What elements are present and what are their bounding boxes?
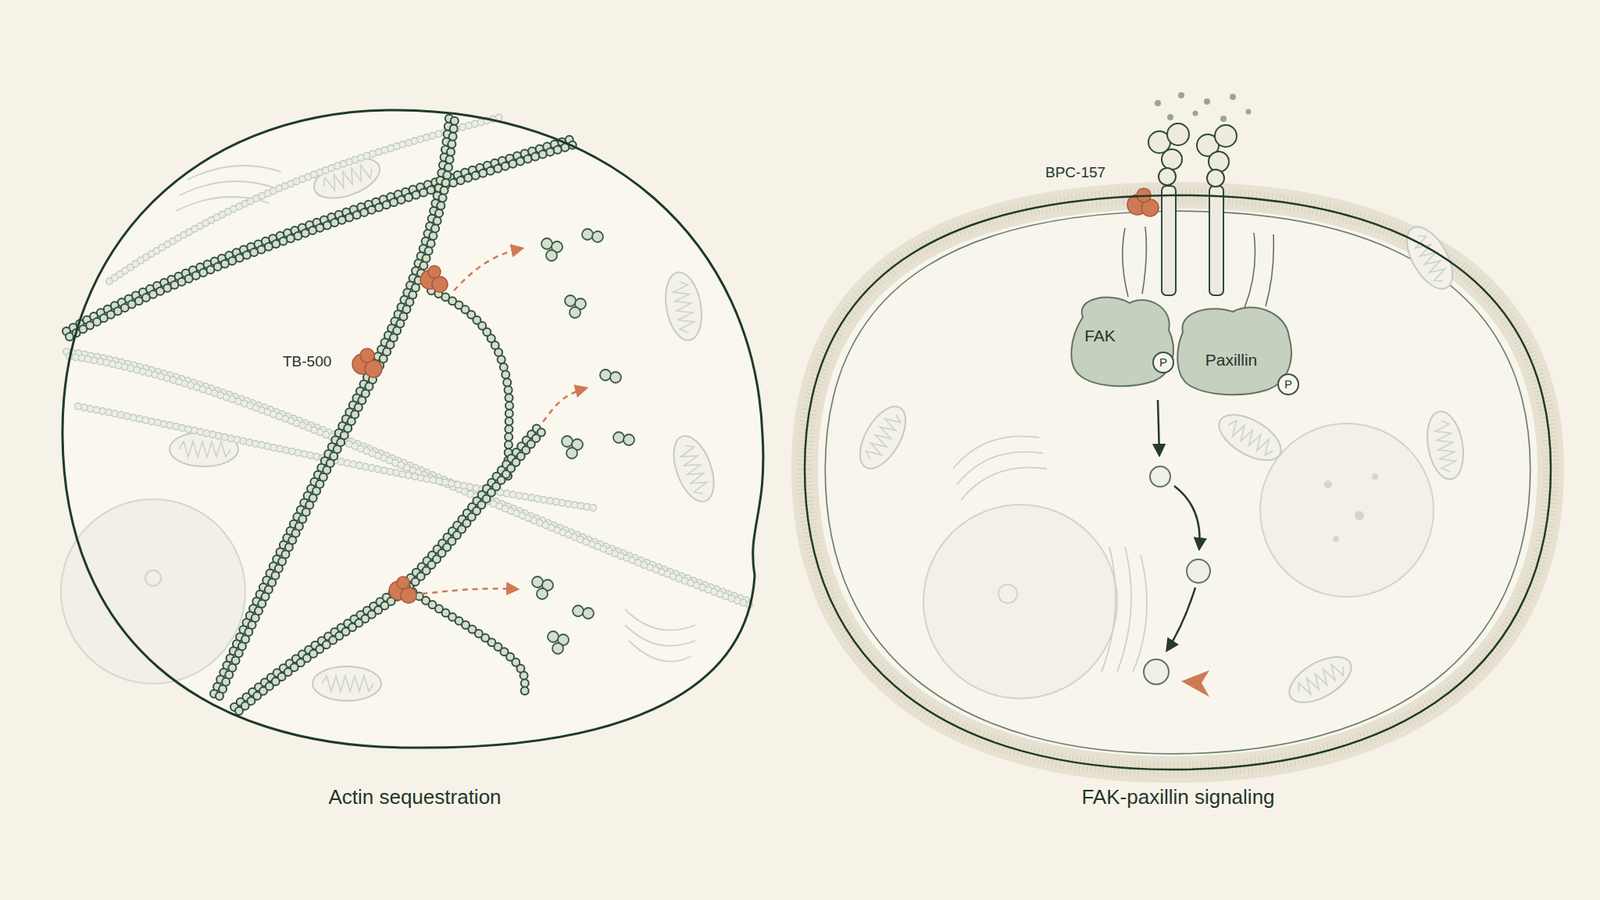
phospho-circle: P xyxy=(1277,373,1300,396)
protein-label: Paxillin xyxy=(1205,350,1258,370)
protein-label: FAK xyxy=(1084,326,1116,346)
phospho-circle: P xyxy=(1152,351,1175,374)
peptide-label: TB-500 xyxy=(282,353,332,371)
cell: FAK-paxillin signalingFAKPPaxillinP xyxy=(803,193,1554,819)
protein-blob-outline xyxy=(1064,290,1182,389)
cell: Actin sequestration xyxy=(59,107,771,826)
cell-outline xyxy=(803,193,1554,819)
peptide-label: BPC-157 xyxy=(1045,164,1106,182)
phospho-label: P xyxy=(1159,355,1168,369)
protein-blob: PaxillinP xyxy=(1171,300,1297,395)
phospho-label: P xyxy=(1284,377,1293,391)
protein-blob: FAK P xyxy=(1064,290,1182,389)
cell-outline xyxy=(59,107,771,826)
panel-caption: FAK-paxillin signaling xyxy=(1081,785,1275,810)
panel-caption: Actin sequestration xyxy=(328,785,501,810)
